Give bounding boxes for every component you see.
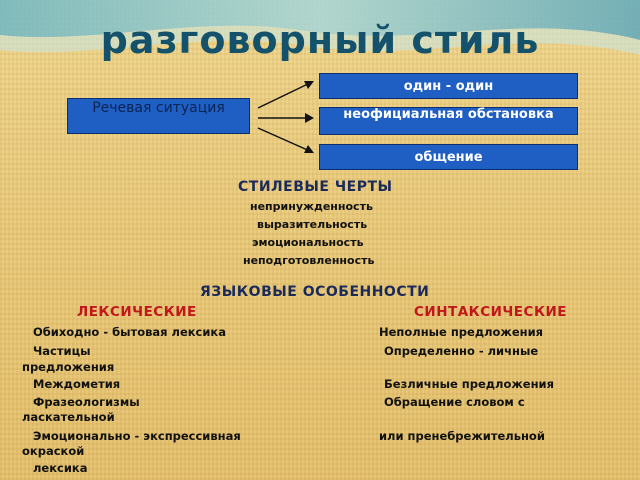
trait-item: выразительность — [257, 218, 368, 231]
style-traits-heading: СТИЛЕВЫЕ ЧЕРТЫ — [238, 179, 393, 195]
lexical-line: лексика — [33, 461, 88, 475]
arrow-to-communication — [257, 127, 313, 153]
speech-situation-box: Речевая ситуация — [67, 98, 250, 134]
lexical-line: окраской — [22, 444, 85, 458]
decorative-wave — [0, 0, 640, 55]
syntactic-line: Безличные предложения — [384, 377, 554, 391]
trait-item: эмоциональность — [252, 236, 364, 249]
language-features-heading: ЯЗЫКОВЫЕ ОСОБЕННОСТИ — [200, 284, 430, 300]
target-one-one: один - один — [319, 73, 578, 99]
syntactic-line: или пренебрежительной — [379, 429, 545, 443]
lexical-line: Частицы — [33, 344, 91, 358]
lexical-line: Обиходно - бытовая лексика — [33, 325, 226, 339]
trait-item: неподготовленность — [243, 254, 375, 267]
lexical-line: Междометия — [33, 377, 121, 391]
situation-arrows — [257, 81, 314, 153]
lexical-line: Фразеологизмы — [33, 395, 140, 409]
target-communication: общение — [319, 144, 578, 170]
syntactic-line: Обращение словом с — [384, 395, 525, 409]
syntactic-line: Определенно - личные — [384, 344, 539, 358]
syntactic-line: Неполные предложения — [379, 325, 544, 339]
lexical-line: Эмоционально - экспрессивная — [33, 429, 241, 443]
page-title: разговорный стиль — [100, 18, 540, 62]
target-informal-setting: неофициальная обстановка — [319, 107, 578, 135]
lexical-line: предложения — [22, 360, 115, 374]
trait-item: непринужденность — [250, 200, 373, 213]
syntactic-heading: СИНТАКСИЧЕСКИЕ — [414, 304, 567, 320]
lexical-heading: ЛЕКСИЧЕСКИЕ — [77, 304, 197, 320]
lexical-line: ласкательной — [22, 410, 115, 424]
arrow-to-one-one — [257, 81, 313, 109]
